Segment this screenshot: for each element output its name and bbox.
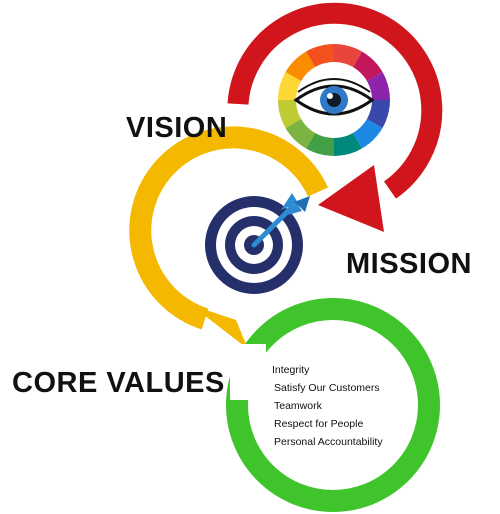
core-value-item: Satisfy Our Customers (274, 382, 380, 394)
eye-icon (293, 78, 375, 116)
vision-label: VISION (126, 112, 228, 144)
mission-ring (129, 126, 329, 349)
core-values-label: CORE VALUES (12, 367, 225, 399)
mission-ring-arrowhead (191, 305, 248, 349)
core-value-item: Respect for People (274, 418, 364, 430)
vision-ring (227, 2, 443, 232)
vision-ring-arrowhead (318, 165, 384, 232)
mission-label: MISSION (346, 248, 472, 280)
core-value-item: Personal Accountability (274, 436, 383, 448)
core-values-list: Integrity Satisfy Our Customers Teamwork… (272, 361, 383, 451)
target-with-arrow-icon (205, 193, 310, 294)
core-values-ring (226, 298, 440, 512)
core-value-item: Integrity (272, 364, 310, 376)
core-value-item: Teamwork (274, 400, 322, 412)
